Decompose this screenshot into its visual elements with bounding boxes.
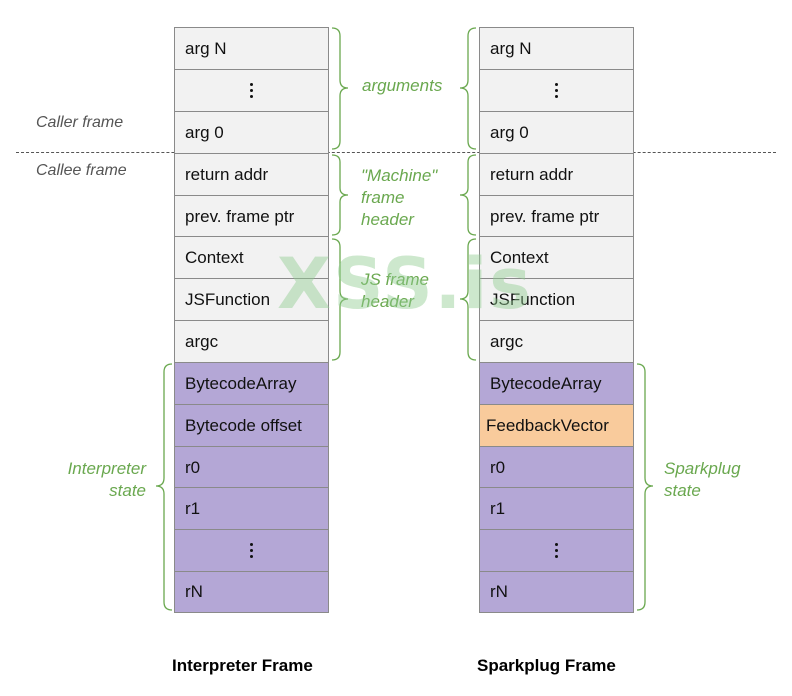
- arguments-brace-left: [331, 27, 349, 150]
- stack-cell: JSFunction: [174, 278, 329, 321]
- stack-cell: r1: [174, 487, 329, 530]
- stack-cell: return addr: [479, 153, 634, 196]
- sparkplug-state-line1: Sparkplug: [664, 459, 741, 478]
- sparkplug-state-line2: state: [664, 481, 701, 500]
- vertical-ellipsis-icon: [250, 543, 253, 558]
- vertical-ellipsis-icon: [555, 543, 558, 558]
- vertical-ellipsis-icon: [555, 83, 558, 98]
- watermark: XSS.is: [277, 243, 533, 325]
- stack-cell: Bytecode offset: [174, 404, 329, 447]
- stack-cell: r0: [174, 446, 329, 489]
- machine-label-line1: "Machine": [361, 166, 438, 185]
- js-header-brace-left: [331, 238, 349, 361]
- stack-cell: JSFunction: [479, 278, 634, 321]
- js-label-line2: header: [361, 292, 414, 311]
- machine-label-line3: header: [361, 210, 414, 229]
- stack-cell: argc: [174, 320, 329, 363]
- machine-header-brace-left: [331, 154, 349, 236]
- stack-cell: arg 0: [479, 111, 634, 154]
- js-label-line1: JS frame: [361, 270, 430, 289]
- stack-cell: return addr: [174, 153, 329, 196]
- interpreter-state-brace: [155, 363, 173, 611]
- stack-cell: Context: [174, 236, 329, 279]
- machine-header-brace-right: [459, 154, 477, 236]
- js-frame-header-label: JS frame header: [361, 269, 429, 313]
- arguments-label: arguments: [362, 76, 443, 95]
- interp-state-line1: Interpreter: [67, 459, 146, 478]
- arguments-brace-right: [459, 27, 477, 150]
- interpreter-frame-title: Interpreter Frame: [172, 656, 313, 675]
- sparkplug-frame-title: Sparkplug Frame: [477, 656, 616, 675]
- caller-callee-divider: [16, 152, 776, 153]
- ellipsis-cell: [174, 529, 329, 572]
- machine-frame-header-label: "Machine" frame header: [361, 165, 437, 231]
- interp-state-line2: state: [109, 481, 146, 500]
- machine-label-line2: frame: [361, 188, 405, 207]
- vertical-ellipsis-icon: [250, 83, 253, 98]
- stack-cell: r1: [479, 487, 634, 530]
- sparkplug-state-label: Sparkplug state: [664, 458, 741, 502]
- js-header-brace-right: [459, 238, 477, 361]
- callee-frame-label: Callee frame: [36, 162, 127, 179]
- stack-cell: BytecodeArray: [174, 362, 329, 405]
- sparkplug-state-brace: [636, 363, 654, 611]
- stack-cell: rN: [174, 571, 329, 613]
- stack-cell: rN: [479, 571, 634, 613]
- interpreter-state-label: Interpreter state: [40, 458, 146, 502]
- stack-cell: arg 0: [174, 111, 329, 154]
- stack-cell: arg N: [479, 27, 634, 70]
- stack-cell: arg N: [174, 27, 329, 70]
- caller-frame-label: Caller frame: [36, 114, 124, 131]
- stack-cell: prev. frame ptr: [174, 195, 329, 238]
